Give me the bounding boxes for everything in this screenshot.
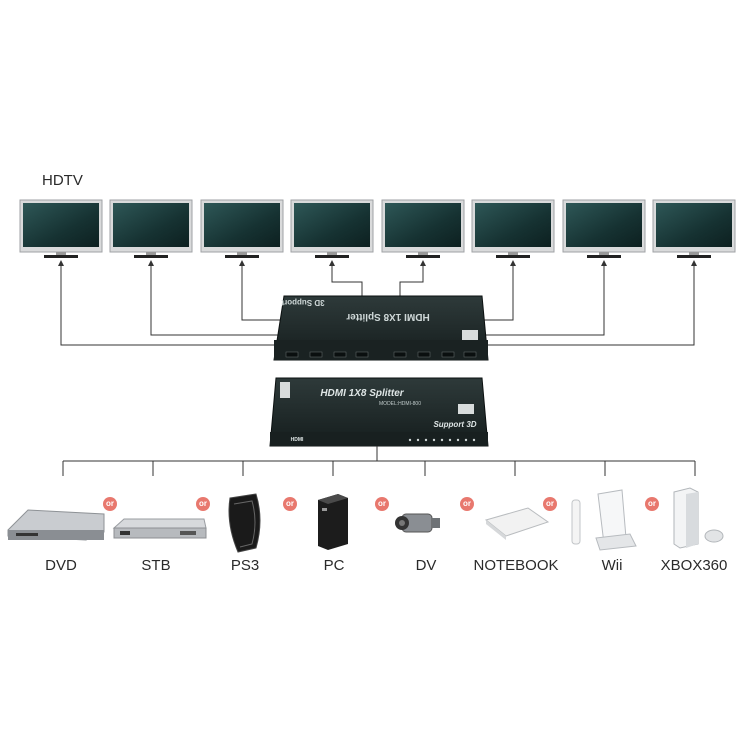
hdmi-output-port [333, 351, 347, 358]
splitter-front-view: HDMI 1X8 Splitter MODEL:HDMI-800 Support… [269, 377, 489, 447]
source-label-xbox360: XBOX360 [660, 557, 728, 574]
camcorder-icon [395, 513, 440, 533]
wii-console-icon [571, 489, 637, 551]
splitter-top-view: HDMI 1X8 Splitter 3D Support [273, 295, 489, 361]
status-led [448, 438, 452, 442]
arrowhead-icon [148, 260, 154, 266]
hdtv-label: HDTV [42, 172, 83, 189]
hdmi-output-port [441, 351, 455, 358]
arrowhead-icon [601, 260, 607, 266]
arrowhead-icon [239, 260, 245, 266]
tv-connection-line [470, 263, 695, 346]
tv-connection-line [150, 263, 316, 336]
hdtv-icon [381, 199, 465, 258]
source-connection-bus [62, 446, 696, 476]
or-badge: or [645, 497, 659, 511]
hdmi-output-port [285, 351, 299, 358]
or-badge: or [543, 497, 557, 511]
or-badge: or [460, 497, 474, 511]
hdtv-icon [471, 199, 555, 258]
hdtv-icon [562, 199, 646, 258]
splitter-top-flipped-title: HDMI 1X8 Splitter [346, 311, 429, 322]
status-led [472, 438, 476, 442]
hdtv-row [19, 199, 736, 258]
status-led [416, 438, 420, 442]
tv-connection-line [60, 263, 292, 346]
source-label-dv: DV [415, 557, 437, 574]
status-led [456, 438, 460, 442]
status-led [424, 438, 428, 442]
hdtv-icon [290, 199, 374, 258]
or-badge: or [375, 497, 389, 511]
hd-logo-icon [458, 404, 474, 414]
tv-connection-lines [58, 260, 697, 352]
set-top-box-icon [112, 518, 207, 539]
hdmi-3d-icon [280, 382, 290, 398]
source-label-dvd: DVD [45, 557, 77, 574]
tv-connection-line [448, 263, 605, 336]
splitter-model: MODEL:HDMI-800 [379, 401, 421, 407]
notebook-icon [484, 507, 550, 540]
arrowhead-icon [510, 260, 516, 266]
hdmi-output-port [393, 351, 407, 358]
hdtv-icon [200, 199, 284, 258]
arrowhead-icon [58, 260, 64, 266]
source-label-ps3: PS3 [230, 557, 260, 574]
hdmi-logo-icon [462, 330, 478, 340]
ps3-console-icon [228, 493, 261, 553]
or-badge: or [103, 497, 117, 511]
splitter-title: HDMI 1X8 Splitter [320, 388, 404, 399]
status-led [408, 438, 412, 442]
source-label-wii: Wii [601, 557, 623, 574]
arrowhead-icon [420, 260, 426, 266]
hdtv-icon [652, 199, 736, 258]
arrowhead-icon [329, 260, 335, 266]
or-badge: or [196, 497, 210, 511]
status-led [432, 438, 436, 442]
source-label-pc: PC [323, 557, 345, 574]
hdmi-output-port [463, 351, 477, 358]
dvd-player-icon [7, 509, 105, 541]
hdtv-icon [19, 199, 103, 258]
hdmi-output-port [309, 351, 323, 358]
pc-tower-icon [318, 494, 348, 550]
or-badge: or [283, 497, 297, 511]
source-label-stb: STB [141, 557, 171, 574]
source-label-notebook: NOTEBOOK [473, 557, 559, 574]
source-devices [7, 487, 724, 553]
splitter-hdmi-logo: HDMI [291, 437, 304, 443]
status-led [440, 438, 444, 442]
splitter-top-flipped-tag: 3D Support [281, 298, 324, 307]
status-led [464, 438, 468, 442]
hdmi-output-port [355, 351, 369, 358]
hdtv-icon [109, 199, 193, 258]
splitter-support-3d: Support 3D [433, 420, 476, 429]
hdmi-output-port [417, 351, 431, 358]
xbox360-console-icon [673, 487, 724, 549]
arrowhead-icon [691, 260, 697, 266]
